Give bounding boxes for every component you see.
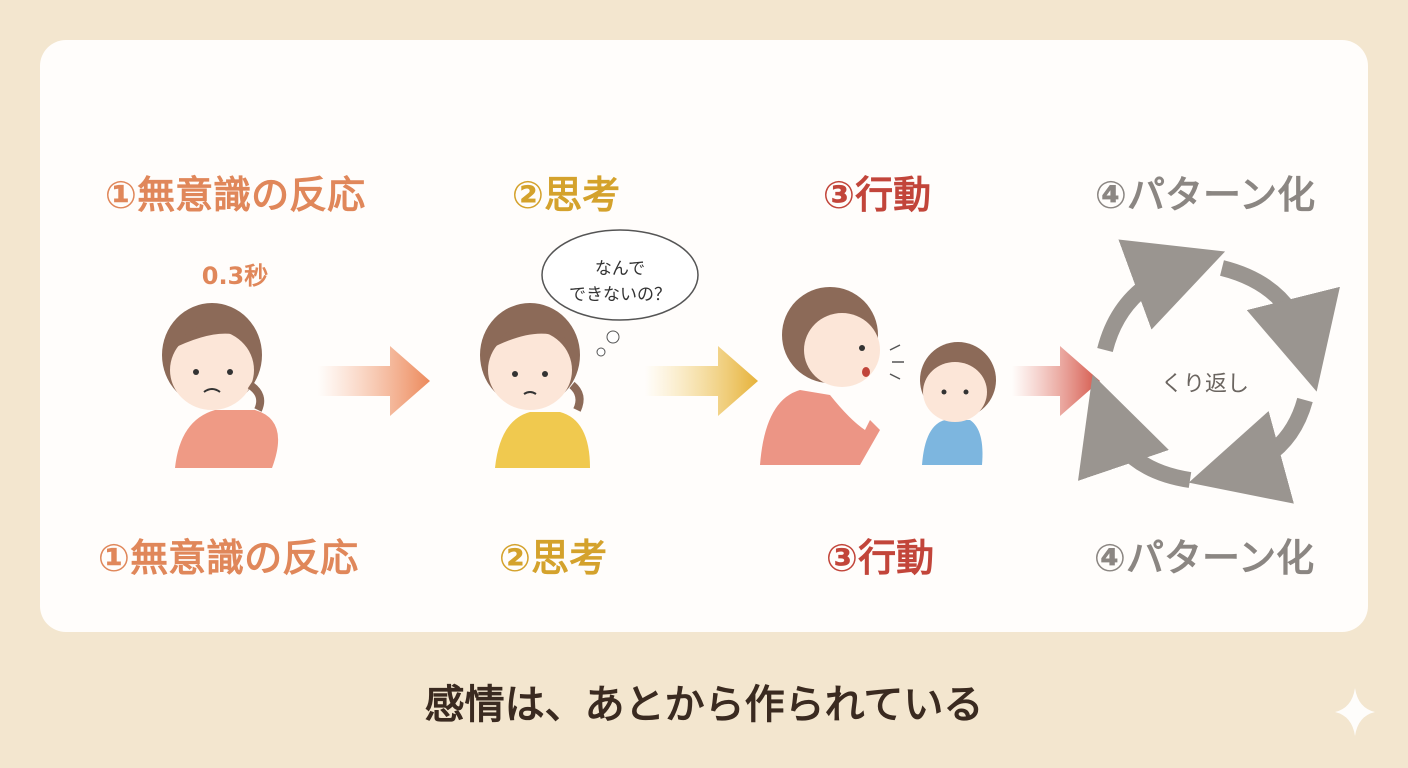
caption: 感情は、あとから作られている bbox=[424, 682, 984, 728]
woman-frowning-figure bbox=[162, 303, 279, 468]
mother-scolding-child-figure bbox=[760, 287, 996, 465]
repeat-cycle-arrows bbox=[1078, 239, 1340, 504]
step-2-label-bottom: ②思考 bbox=[498, 536, 608, 580]
sparkle-icon bbox=[1335, 688, 1375, 736]
step-1-label-bottom: ①無意識の反応 bbox=[97, 536, 359, 580]
step-4-label-bottom: ④パターン化 bbox=[1093, 536, 1315, 580]
cycle-label: くり返し bbox=[1160, 372, 1250, 397]
thought-bubble-text: なんで できないの？ bbox=[569, 256, 671, 308]
thought-line-2: できないの？ bbox=[569, 285, 671, 305]
thought-line-1: なんで bbox=[594, 259, 646, 279]
thought-bubble bbox=[541, 229, 699, 357]
diagram-card bbox=[40, 40, 1368, 632]
arrow-1 bbox=[318, 346, 430, 416]
step-2-label-top: ②思考 bbox=[511, 173, 621, 217]
arrow-3 bbox=[1012, 346, 1100, 416]
step-3-label-bottom: ③行動 bbox=[825, 536, 935, 580]
step-4-label-top: ④パターン化 bbox=[1094, 173, 1316, 217]
woman-thinking-figure bbox=[480, 303, 590, 468]
reaction-time: 0.3秒 bbox=[201, 262, 269, 290]
step-3-label-top: ③行動 bbox=[822, 173, 932, 217]
step-1-label-top: ①無意識の反応 bbox=[104, 173, 366, 217]
arrow-2 bbox=[645, 346, 758, 416]
